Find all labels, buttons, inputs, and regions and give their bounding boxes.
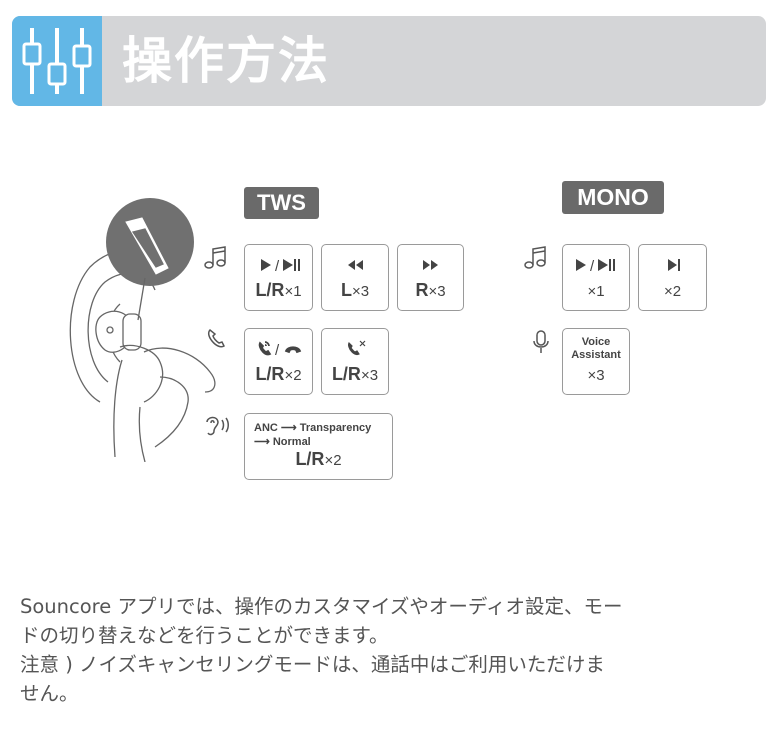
side-label: R [415,280,429,300]
phone-icon [206,328,228,354]
previous-track-button[interactable]: L×3 [321,244,389,311]
tws-tag: TWS [244,187,319,219]
svg-text:/: / [275,342,280,359]
description-text: Souncore アプリでは、操作のカスタマイズやオーディオ設定、モー ドの切り… [20,592,770,708]
earbud-illustration [60,182,230,463]
side-label: L/R [295,449,325,469]
description-line: Souncore アプリでは、操作のカスタマイズやオーディオ設定、モー [20,595,623,618]
voice-label: Voice [581,336,611,348]
side-label: L/R [255,364,285,384]
mono-tag: MONO [562,181,664,214]
header-bar: 操作方法 [12,16,766,106]
transparency-label: Transparency [299,422,372,434]
times-label: ×3 [587,367,605,384]
anc-label: ANC [254,422,278,434]
svg-text:/: / [275,258,280,275]
voice-assistant-button[interactable]: Voice Assistant ×3 [562,328,630,395]
times-label: ×1 [587,283,605,300]
assistant-label: Assistant [571,349,621,361]
play-pause-button-tws[interactable]: / L/R×1 [244,244,313,311]
answer-hangup-icon: / [245,339,312,359]
reject-call-button[interactable]: L/R×3 [321,328,389,395]
play-pause-icon: / [245,255,312,275]
description-line: せん。 [20,682,79,705]
side-label: L/R [331,364,361,384]
times-label: ×2 [663,283,682,300]
answer-hangup-button[interactable]: / L/R×2 [244,328,313,395]
side-label: L/R [255,280,285,300]
svg-text:/: / [590,258,595,275]
anc-mode-button[interactable]: ANC ⟶ Transparency ⟶ Normal L/R×2 [244,413,393,480]
fast-forward-icon [398,255,463,275]
sliders-icon [12,16,102,106]
times-label: ×3 [360,367,379,384]
ear-icon [203,414,231,442]
side-label: L [340,280,352,300]
play-pause-button-mono[interactable]: / ×1 [562,244,630,311]
times-label: ×2 [284,367,302,384]
play-pause-icon: / [563,255,629,275]
reject-call-icon [322,339,388,359]
skip-next-icon [639,255,706,275]
arrow-icon: ⟶ [254,436,270,448]
page-title: 操作方法 [122,32,330,90]
normal-label: Normal [272,436,311,448]
description-line: 注意 ) ノイズキャンセリングモードは、通話中はご利用いただけま [20,653,605,676]
times-label: ×3 [351,283,370,300]
music-note-icon [203,245,229,275]
description-line: ドの切り替えなどを行うことができます。 [20,624,389,647]
music-note-icon [523,245,549,275]
rewind-icon [322,255,388,275]
microphone-icon [532,329,550,359]
next-track-button-mono[interactable]: ×2 [638,244,707,311]
times-label: ×1 [284,283,302,300]
times-label: ×2 [324,452,342,469]
times-label: ×3 [428,283,446,300]
arrow-icon: ⟶ [280,422,297,434]
next-track-button[interactable]: R×3 [397,244,464,311]
